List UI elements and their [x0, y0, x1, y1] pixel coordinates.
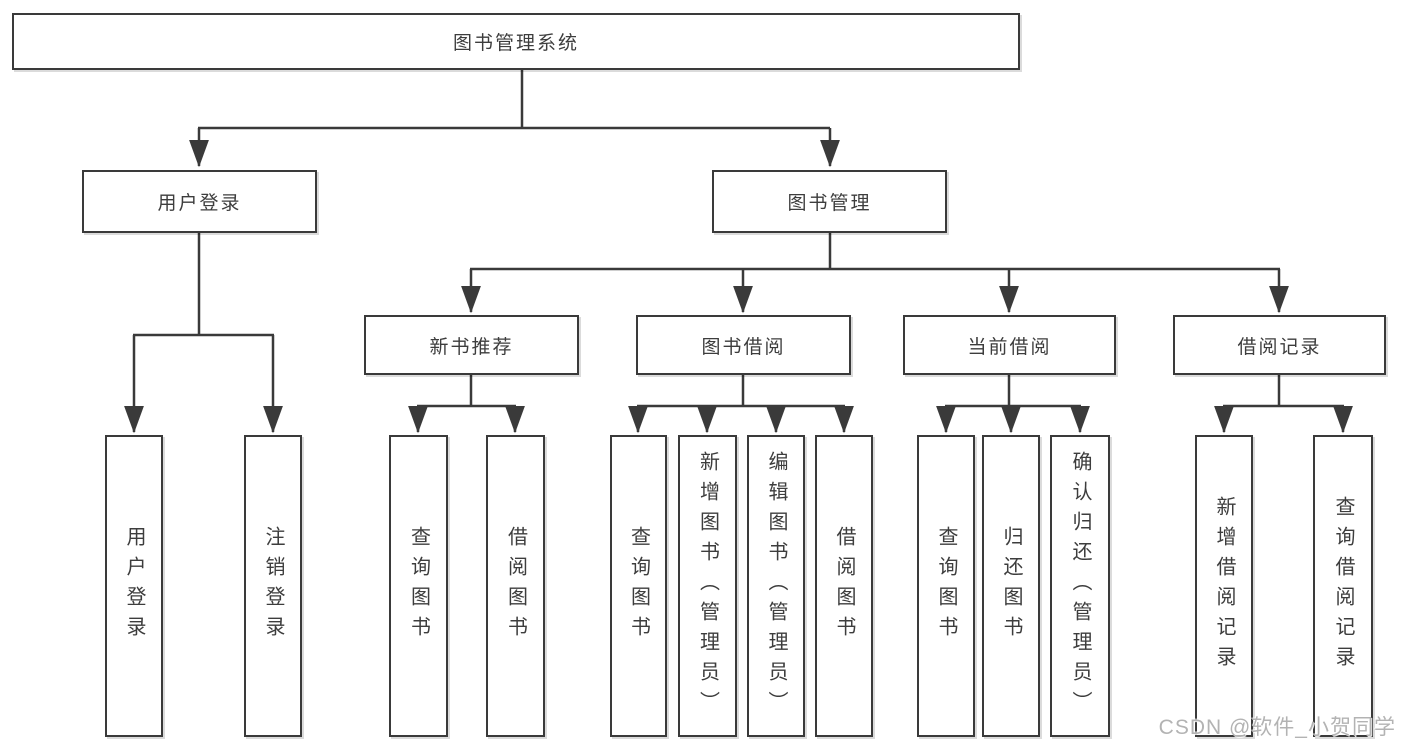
connector-root-to-level2: [189, 70, 840, 168]
leaf-user-login: 用户登录: [105, 435, 163, 737]
leaf-confirm-return-admin-label: 确认归还（管理员）: [1069, 451, 1091, 721]
leaf-query-borrow-record: 查询借阅记录: [1313, 435, 1373, 737]
node-book-borrowing-label: 图书借阅: [701, 336, 786, 358]
leaf-edit-books-admin: 编辑图书（管理员）: [747, 435, 805, 737]
connector-new-book-recommend-children: [408, 375, 525, 434]
node-user-login: 用户登录: [82, 170, 317, 233]
leaf-user-login-label: 用户登录: [123, 526, 145, 646]
leaf-return-books-label: 归还图书: [1000, 526, 1022, 646]
leaf-return-books: 归还图书: [982, 435, 1040, 737]
node-book-management-system: 图书管理系统: [12, 13, 1020, 70]
leaf-edit-books-admin-label: 编辑图书（管理员）: [765, 451, 787, 721]
node-book-management-label: 图书管理: [787, 193, 872, 214]
leaf-query-books-current: 查询图书: [917, 435, 975, 737]
leaf-logout-label: 注销登录: [262, 526, 284, 646]
leaf-add-books-admin-label: 新增图书（管理员）: [696, 451, 719, 721]
leaf-logout: 注销登录: [244, 435, 302, 737]
leaf-add-borrow-record: 新增借阅记录: [1195, 435, 1253, 737]
node-borrowing-records-label: 借阅记录: [1237, 336, 1322, 358]
leaf-borrow-books: 借阅图书: [815, 435, 873, 737]
leaf-borrow-books-recommend-label: 借阅图书: [504, 526, 527, 646]
connector-user-login-children: [124, 233, 283, 434]
leaf-add-borrow-record-label: 新增借阅记录: [1213, 496, 1235, 676]
node-book-borrowing: 图书借阅: [636, 315, 851, 375]
node-user-login-label: 用户登录: [157, 193, 242, 214]
node-new-book-recommend: 新书推荐: [364, 315, 579, 375]
connector-borrowing-records-children: [1214, 375, 1353, 434]
node-current-borrowing-label: 当前借阅: [967, 336, 1052, 358]
node-new-book-recommend-label: 新书推荐: [429, 336, 514, 358]
leaf-query-books-borrowing-label: 查询图书: [627, 526, 650, 646]
leaf-query-books-recommend: 查询图书: [389, 435, 448, 737]
node-current-borrowing: 当前借阅: [903, 315, 1116, 375]
node-book-management: 图书管理: [712, 170, 947, 233]
node-book-management-system-label: 图书管理系统: [452, 33, 579, 54]
connector-current-borrowing-children: [936, 375, 1090, 434]
connector-book-management-children: [461, 233, 1289, 314]
leaf-borrow-books-label: 借阅图书: [833, 526, 855, 646]
leaf-query-books-recommend-label: 查询图书: [407, 526, 430, 646]
leaf-query-books-borrowing: 查询图书: [610, 435, 667, 737]
leaf-borrow-books-recommend: 借阅图书: [486, 435, 545, 737]
csdn-watermark: CSDN @软件_小贺同学: [1158, 716, 1396, 739]
node-borrowing-records: 借阅记录: [1173, 315, 1386, 375]
leaf-query-borrow-record-label: 查询借阅记录: [1332, 496, 1354, 676]
leaf-add-books-admin: 新增图书（管理员）: [678, 435, 737, 737]
leaf-query-books-current-label: 查询图书: [935, 526, 957, 646]
connector-book-borrowing-children: [628, 375, 854, 434]
leaf-confirm-return-admin: 确认归还（管理员）: [1050, 435, 1110, 737]
